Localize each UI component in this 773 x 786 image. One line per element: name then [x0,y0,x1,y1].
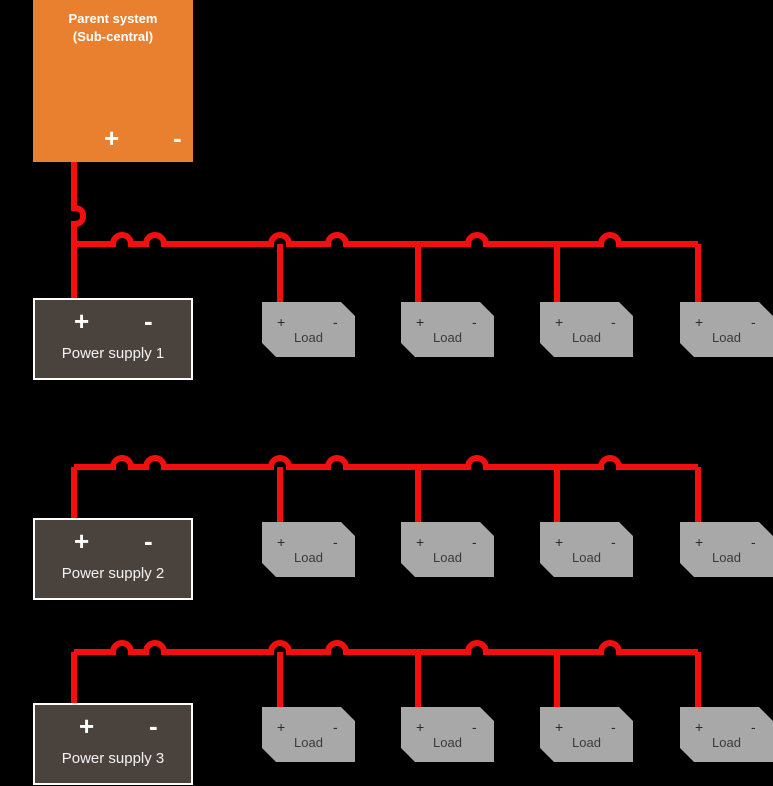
load-1-minus-terminal: - [333,314,338,330]
load-block-8[interactable]: + - Load [680,522,773,577]
power-supply-1-label: Power supply 1 [61,345,165,362]
load-11-minus-terminal: - [611,719,616,735]
load-block-12[interactable]: + - Load [680,707,773,762]
load-7-plus-terminal: + [555,534,564,550]
load-9-label: Load [294,735,323,750]
load-12-label: Load [712,735,741,750]
load-block-4[interactable]: + - Load [680,302,773,357]
load-block-5[interactable]: + - Load [262,522,355,577]
power-supply-1-minus-terminal: - [144,306,153,336]
load-block-6[interactable]: + - Load [401,522,494,577]
power-supply-1-block[interactable]: + - Power supply 1 [33,298,193,380]
wire-parent-to-bus1 [71,162,87,244]
parent-system-block[interactable]: Parent system (Sub-central) + - [33,0,193,162]
power-supply-3-plus-terminal: + [79,711,95,741]
load-10-minus-terminal: - [472,719,477,735]
load-5-minus-terminal: - [333,534,338,550]
load-block-1[interactable]: + - Load [262,302,355,357]
power-supply-2-minus-terminal: - [144,526,153,556]
load-3-minus-terminal: - [611,314,616,330]
power-supply-3-label: Power supply 3 [61,750,165,767]
load-11-label: Load [572,735,601,750]
load-3-label: Load [572,330,601,345]
bus-row-2 [74,455,698,470]
load-2-plus-terminal: + [416,314,425,330]
load-6-plus-terminal: + [416,534,425,550]
power-supply-3-block[interactable]: + - Power supply 3 [33,703,193,785]
load-7-minus-terminal: - [611,534,616,550]
load-6-label: Load [433,550,462,565]
parent-system-plus-terminal: + [104,123,120,153]
load-11-plus-terminal: + [555,719,564,735]
load-2-minus-terminal: - [472,314,477,330]
load-4-plus-terminal: + [695,314,704,330]
load-3-plus-terminal: + [555,314,564,330]
power-supply-3-minus-terminal: - [149,711,158,741]
bus-row-3 [74,640,698,655]
load-4-label: Load [712,330,741,345]
load-block-9[interactable]: + - Load [262,707,355,762]
load-10-plus-terminal: + [416,719,425,735]
load-8-plus-terminal: + [695,534,704,550]
load-block-3[interactable]: + - Load [540,302,633,357]
load-1-label: Load [294,330,323,345]
power-supply-2-block[interactable]: + - Power supply 2 [33,518,193,600]
load-block-7[interactable]: + - Load [540,522,633,577]
load-8-minus-terminal: - [751,534,756,550]
load-4-minus-terminal: - [751,314,756,330]
parent-system-label: Parent system (Sub-central) [68,11,158,44]
parent-system-minus-terminal: - [173,123,182,153]
load-8-label: Load [712,550,741,565]
load-block-11[interactable]: + - Load [540,707,633,762]
load-block-2[interactable]: + - Load [401,302,494,357]
bus-row-1 [74,232,698,247]
power-supply-1-plus-terminal: + [74,306,90,336]
load-9-minus-terminal: - [333,719,338,735]
power-supply-2-plus-terminal: + [74,526,90,556]
load-5-label: Load [294,550,323,565]
load-5-plus-terminal: + [277,534,286,550]
load-7-label: Load [572,550,601,565]
load-2-label: Load [433,330,462,345]
load-10-label: Load [433,735,462,750]
load-12-plus-terminal: + [695,719,704,735]
load-1-plus-terminal: + [277,314,286,330]
load-9-plus-terminal: + [277,719,286,735]
load-block-10[interactable]: + - Load [401,707,494,762]
load-12-minus-terminal: - [751,719,756,735]
power-supply-2-label: Power supply 2 [61,565,165,582]
load-6-minus-terminal: - [472,534,477,550]
